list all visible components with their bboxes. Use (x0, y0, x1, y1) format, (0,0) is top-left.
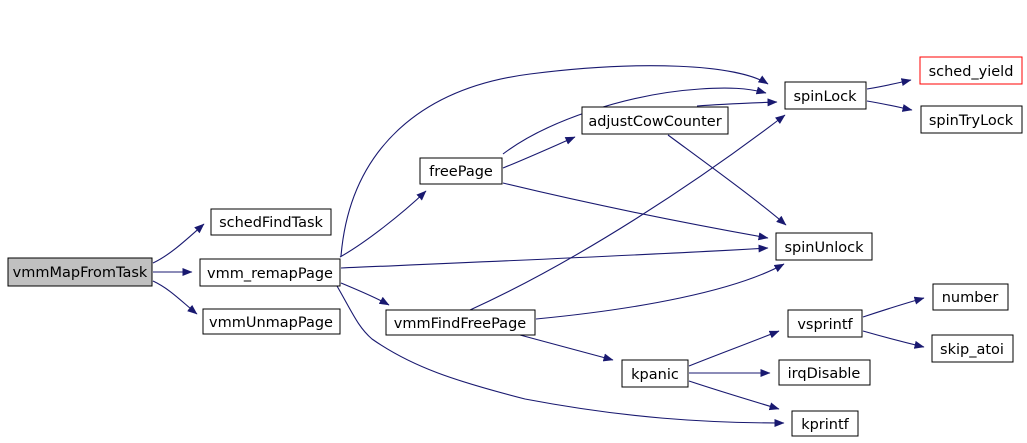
node-number[interactable]: number (932, 283, 1009, 311)
edge-vsprintf-number (862, 296, 925, 318)
edge-freePage-spinLock (502, 86, 767, 155)
node-box (932, 283, 1009, 311)
node-label: sched_yield (929, 64, 1014, 80)
edge-kpanic-vsprintf (688, 330, 780, 367)
node-label: skip_atoi (940, 342, 1004, 358)
node-spinTryLock[interactable]: spinTryLock (920, 105, 1023, 134)
edge-vmmFindFreePage-spinUnlock (535, 263, 785, 320)
node-label: vsprintf (797, 317, 853, 333)
node-box (419, 157, 503, 185)
edge-spinLock-sched_yield (866, 78, 912, 90)
node-label: adjustCowCounter (588, 114, 721, 130)
node-box (7, 257, 153, 287)
edge-spinLock-spinTryLock (866, 100, 913, 112)
node-label: kprintf (801, 417, 849, 433)
node-label: spinUnlock (784, 240, 864, 256)
edge-vmmFindFreePage-spinLock (469, 114, 786, 311)
node-label: spinLock (793, 89, 857, 105)
node-box (621, 359, 689, 388)
edges-layer (152, 65, 925, 427)
edge-adjustCowCounter-spinUnlock (667, 134, 787, 226)
edge-vmm_remapPage-freePage (339, 190, 427, 258)
edge-freePage-spinUnlock (502, 182, 769, 241)
node-box (931, 334, 1014, 363)
node-label: vmmFindFreePage (394, 316, 526, 332)
node-box (199, 258, 341, 287)
edge-freePage-adjustCowCounter (502, 136, 576, 169)
node-kprintf[interactable]: kprintf (791, 410, 859, 437)
node-label: number (942, 290, 999, 306)
node-irqDisable[interactable]: irqDisable (778, 359, 871, 386)
node-box (210, 208, 332, 236)
node-vmm_remapPage[interactable]: vmm_remapPage (199, 258, 341, 287)
edge-adjustCowCounter-spinLock (696, 98, 778, 107)
node-box (920, 105, 1023, 134)
node-label: freePage (429, 164, 493, 180)
edge-vmm_remapPage-spinLock (340, 65, 769, 257)
edge-vmmMapFromTask-schedFindTask (152, 223, 205, 264)
node-vmmUnmapPage[interactable]: vmmUnmapPage (202, 308, 341, 335)
node-box (385, 309, 536, 336)
node-label: vmmMapFromTask (13, 265, 148, 281)
node-vmmFindFreePage[interactable]: vmmFindFreePage (385, 309, 536, 336)
node-label: vmm_remapPage (207, 266, 333, 282)
node-box (791, 410, 859, 437)
node-skip_atoi[interactable]: skip_atoi (931, 334, 1014, 363)
node-box (202, 308, 341, 335)
node-box (787, 309, 863, 338)
node-label: spinTryLock (929, 113, 1014, 129)
node-box (919, 56, 1023, 85)
node-box (784, 81, 867, 110)
edge-kpanic-kprintf (688, 380, 780, 411)
edge-vsprintf-skip_atoi (862, 330, 925, 349)
node-freePage[interactable]: freePage (419, 157, 503, 185)
node-label: vmmUnmapPage (209, 315, 333, 331)
edge-vmm_remapPage-spinUnlock (340, 244, 769, 269)
node-vmmMapFromTask: vmmMapFromTask (7, 257, 153, 287)
node-label: kpanic (631, 367, 679, 383)
node-spinUnlock[interactable]: spinUnlock (775, 232, 873, 261)
node-label: schedFindTask (219, 215, 323, 231)
node-box (581, 106, 729, 135)
edge-vmmMapFromTask-vmmUnmapPage (152, 280, 198, 315)
node-box (775, 232, 873, 261)
node-adjustCowCounter[interactable]: adjustCowCounter (581, 106, 729, 135)
node-vsprintf[interactable]: vsprintf (787, 309, 863, 338)
edge-vmm_remapPage-vmmFindFreePage (340, 282, 390, 306)
node-spinLock[interactable]: spinLock (784, 81, 867, 110)
node-kpanic[interactable]: kpanic (621, 359, 689, 388)
edge-vmmFindFreePage-kpanic (519, 334, 614, 362)
node-box (778, 359, 871, 386)
node-label: irqDisable (788, 366, 861, 382)
nodes-layer: vmmMapFromTask schedFindTask vmm_remapPa… (7, 56, 1023, 437)
node-schedFindTask[interactable]: schedFindTask (210, 208, 332, 236)
node-sched_yield[interactable]: sched_yield (919, 56, 1023, 85)
edge-vmm_remapPage-kprintf (336, 285, 785, 427)
